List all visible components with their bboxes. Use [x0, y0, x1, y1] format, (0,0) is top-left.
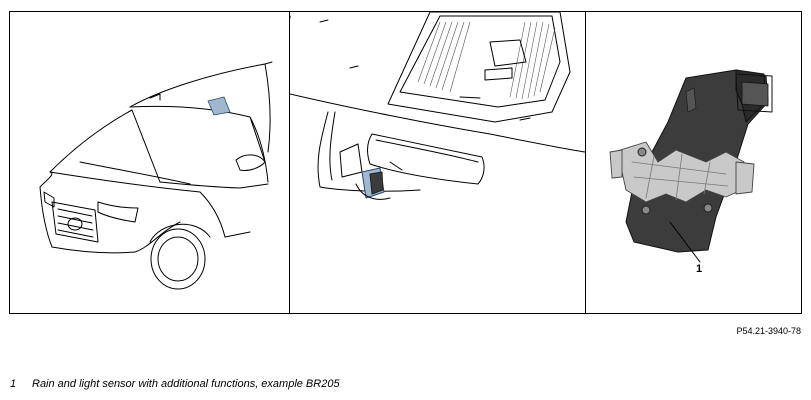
- panel-divider-2: [585, 11, 586, 314]
- callout-number: 1: [696, 263, 703, 275]
- legend-item: 1 Rain and light sensor with additional f…: [10, 378, 340, 390]
- car-illustration: [39, 61, 273, 290]
- interior-panel: [290, 12, 585, 313]
- legend-number: 1: [10, 378, 17, 390]
- figure-frame: [9, 11, 802, 314]
- sensor-detail-panel: 1: [586, 12, 802, 313]
- panel-divider-1: [289, 11, 290, 314]
- windshield-sensor-illustration: [290, 12, 585, 200]
- car-overview-panel: [10, 12, 289, 313]
- legend-text: Rain and light sensor with additional fu…: [32, 378, 340, 390]
- sensor-detail-illustration: [609, 69, 773, 263]
- figure-reference: P54.21-3940-78: [736, 326, 801, 336]
